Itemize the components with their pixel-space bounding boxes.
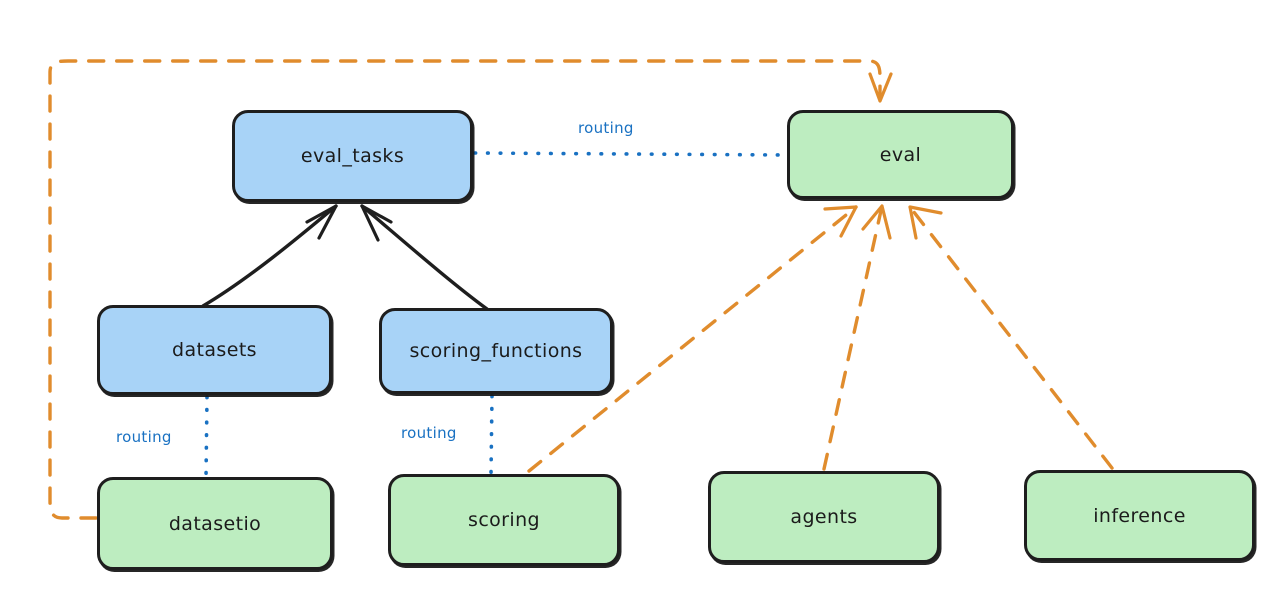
- edge-inference-to-eval: [908, 205, 1114, 470]
- node-label: scoring_functions: [409, 340, 583, 362]
- node-scoring[interactable]: scoring: [388, 474, 620, 566]
- node-label: eval: [879, 143, 922, 166]
- node-label: scoring: [468, 509, 540, 531]
- node-label: eval_tasks: [300, 145, 405, 167]
- node-scoring-functions[interactable]: scoring_functions: [379, 308, 613, 394]
- node-agents[interactable]: agents: [708, 471, 940, 563]
- edge-scoring-functions-to-scoring: [489, 394, 494, 476]
- edge-scoring-functions-to-eval-tasks: [360, 204, 489, 311]
- node-datasetio[interactable]: datasetio: [97, 477, 333, 570]
- node-label: inference: [1093, 504, 1186, 527]
- edge-datasets-to-eval-tasks: [201, 204, 338, 308]
- node-inference[interactable]: inference: [1024, 470, 1255, 561]
- edge-datasets-to-datasetio: [204, 395, 209, 479]
- edge-agents-to-eval: [822, 204, 892, 471]
- node-eval-tasks[interactable]: eval_tasks: [232, 110, 473, 202]
- edge-label-routing-eval-tasks-eval: routing: [578, 119, 634, 137]
- edge-label-routing-datasets-datasetio: routing: [116, 428, 172, 446]
- node-eval[interactable]: eval: [787, 110, 1014, 199]
- edge-eval-tasks-to-eval: [473, 151, 788, 157]
- edge-label-routing-scoring-functions-scoring: routing: [401, 424, 457, 442]
- node-datasets[interactable]: datasets: [97, 305, 332, 395]
- node-label: agents: [790, 506, 858, 528]
- node-label: datasetio: [168, 512, 262, 535]
- node-label: datasets: [172, 339, 257, 361]
